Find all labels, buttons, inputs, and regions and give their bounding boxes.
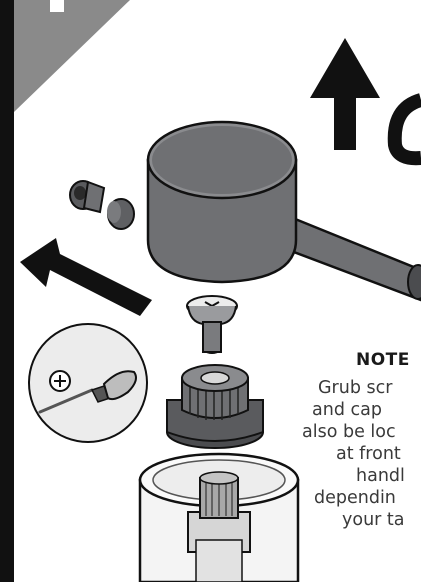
screwdriver-icon (29, 324, 147, 442)
rotate-arrow-fragment (395, 100, 421, 158)
cap-cover-pieces (70, 181, 134, 229)
screw (187, 296, 237, 353)
left-border (0, 0, 14, 582)
note-line: handl (356, 466, 405, 486)
up-arrow-icon (310, 38, 380, 150)
note-line: also be loc (302, 422, 396, 442)
step-corner-triangle (14, 0, 130, 112)
step-number-fragment (50, 0, 64, 12)
phillips-head-icon (50, 371, 70, 391)
note-line: Grub scr (318, 378, 392, 398)
diagonal-arrow-icon (20, 238, 152, 316)
spline-adapter (167, 365, 263, 448)
note-line: dependin (314, 488, 396, 508)
note-line: and cap (312, 400, 382, 420)
valve-cartridge (140, 454, 298, 582)
note-line: at front (336, 444, 401, 464)
tap-handle (148, 122, 421, 300)
note-line: your ta (342, 510, 405, 530)
note-title: NOTE (356, 350, 410, 370)
